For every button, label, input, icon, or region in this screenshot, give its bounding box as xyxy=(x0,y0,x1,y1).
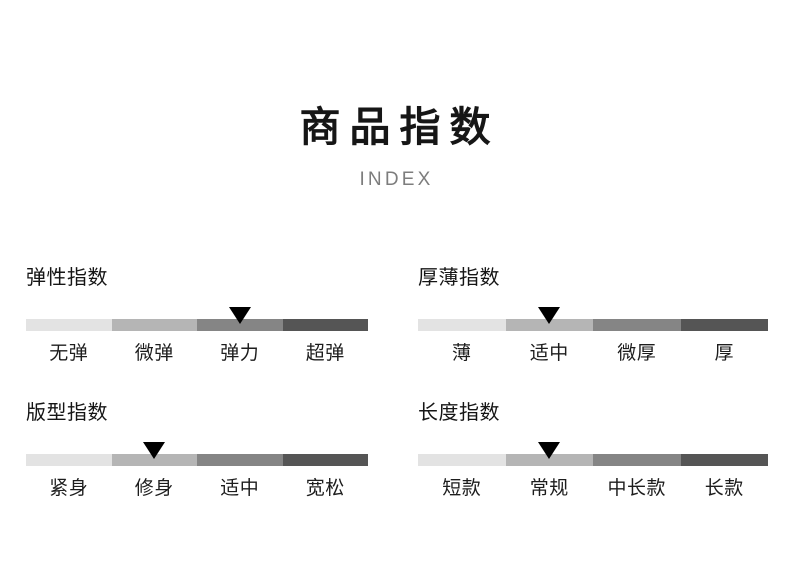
index-bar-thickness[interactable] xyxy=(418,319,768,331)
index-segment-2[interactable] xyxy=(505,319,593,331)
index-bar-wrap-thickness xyxy=(418,307,768,331)
index-label-2: 微弹 xyxy=(134,343,174,364)
index-label-1: 无弹 xyxy=(49,343,89,364)
index-label-3: 适中 xyxy=(220,478,260,499)
index-heading-fit: 版型指数 xyxy=(26,402,108,424)
index-segment-2[interactable] xyxy=(111,454,197,466)
index-segment-3[interactable] xyxy=(197,454,283,466)
index-card-elasticity: 弹性指数 无弹 微弹 弹力 超弹 xyxy=(0,258,401,393)
index-labels-thickness: 薄 适中 微厚 厚 xyxy=(418,343,768,366)
page-title: 商品指数 xyxy=(299,104,500,150)
index-segment-3[interactable] xyxy=(593,319,681,331)
index-label-3: 微厚 xyxy=(617,343,657,364)
index-segment-4[interactable] xyxy=(282,319,368,331)
index-bar-fit[interactable] xyxy=(26,454,368,466)
index-segment-2[interactable] xyxy=(505,454,593,466)
index-segment-3[interactable] xyxy=(197,319,283,331)
index-heading-thickness: 厚薄指数 xyxy=(418,267,500,289)
index-label-1: 紧身 xyxy=(49,478,89,499)
page-subtitle: INDEX xyxy=(359,169,434,191)
index-label-3: 弹力 xyxy=(220,343,260,364)
page-header: 商品指数 INDEX xyxy=(0,104,790,191)
index-bar-wrap-fit xyxy=(26,442,368,466)
index-segment-1[interactable] xyxy=(26,454,112,466)
index-grid: 弹性指数 无弹 微弹 弹力 超弹 厚薄指数 xyxy=(0,258,790,528)
index-label-3: 中长款 xyxy=(607,478,666,499)
index-bar-wrap-elasticity xyxy=(26,307,368,331)
index-segment-4[interactable] xyxy=(680,319,768,331)
index-label-2: 适中 xyxy=(529,343,569,364)
index-label-4: 长款 xyxy=(704,478,744,499)
index-label-4: 超弹 xyxy=(305,343,345,364)
index-segment-3[interactable] xyxy=(593,454,681,466)
index-segment-4[interactable] xyxy=(282,454,368,466)
index-heading-elasticity: 弹性指数 xyxy=(26,267,108,289)
index-labels-fit: 紧身 修身 适中 宽松 xyxy=(26,478,368,501)
index-label-4: 厚 xyxy=(714,343,734,364)
index-card-thickness: 厚薄指数 薄 适中 微厚 厚 xyxy=(401,258,790,393)
index-card-fit: 版型指数 紧身 修身 适中 宽松 xyxy=(0,393,401,528)
index-bar-elasticity[interactable] xyxy=(26,319,368,331)
index-bar-length[interactable] xyxy=(418,454,768,466)
index-segment-4[interactable] xyxy=(680,454,768,466)
index-segment-1[interactable] xyxy=(418,319,506,331)
index-labels-length: 短款 常规 中长款 长款 xyxy=(418,478,768,501)
index-card-length: 长度指数 短款 常规 中长款 长款 xyxy=(401,393,790,528)
index-bar-wrap-length xyxy=(418,442,768,466)
index-segment-1[interactable] xyxy=(418,454,506,466)
index-label-2: 修身 xyxy=(134,478,174,499)
index-label-2: 常规 xyxy=(529,478,569,499)
index-segment-2[interactable] xyxy=(111,319,197,331)
index-labels-elasticity: 无弹 微弹 弹力 超弹 xyxy=(26,343,368,366)
index-label-4: 宽松 xyxy=(305,478,345,499)
index-label-1: 短款 xyxy=(442,478,482,499)
index-segment-1[interactable] xyxy=(26,319,112,331)
index-label-1: 薄 xyxy=(451,343,472,364)
index-heading-length: 长度指数 xyxy=(418,402,500,424)
